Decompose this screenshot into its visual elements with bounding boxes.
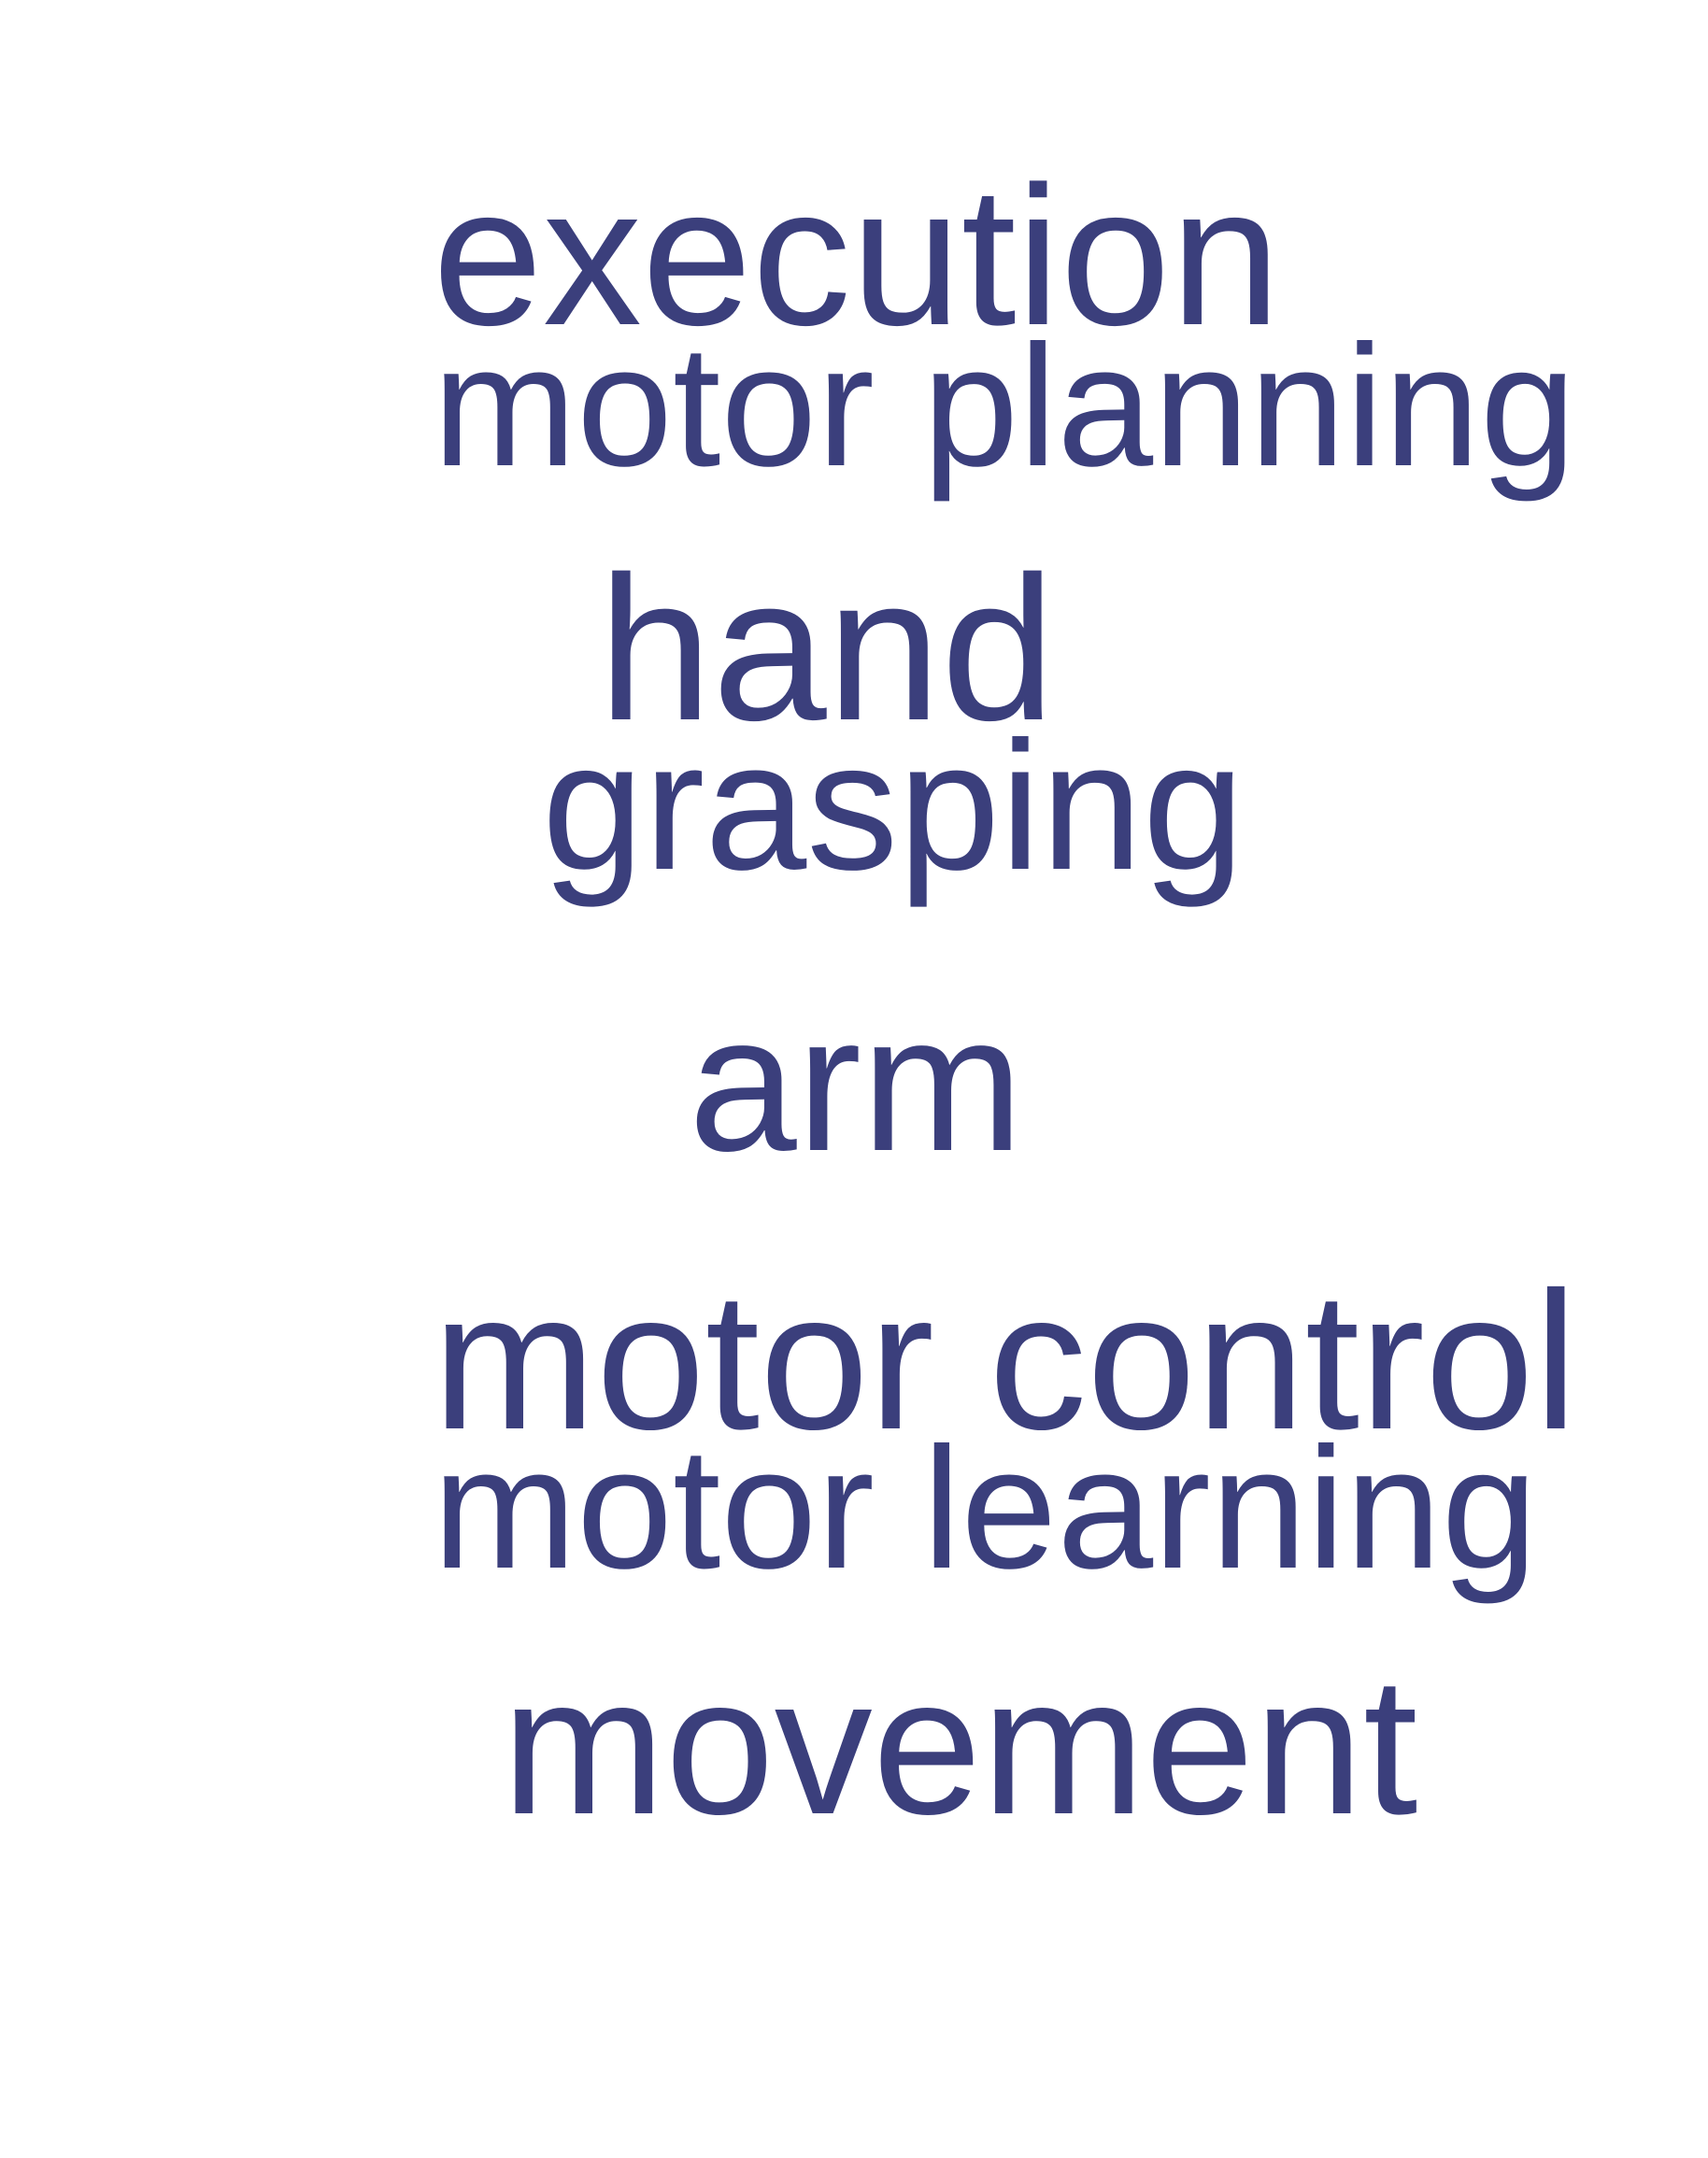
- word-motor-planning: motor planning: [433, 310, 1576, 503]
- word-execution: execution: [433, 145, 1281, 366]
- word-hand: hand: [598, 533, 1056, 763]
- word-movement: movement: [502, 1636, 1418, 1855]
- word-motor-control: motor control: [433, 1251, 1578, 1470]
- word-grasping: grasping: [542, 703, 1245, 908]
- word-motor-learning: motor learning: [433, 1413, 1538, 1605]
- word-arm: arm: [689, 975, 1024, 1192]
